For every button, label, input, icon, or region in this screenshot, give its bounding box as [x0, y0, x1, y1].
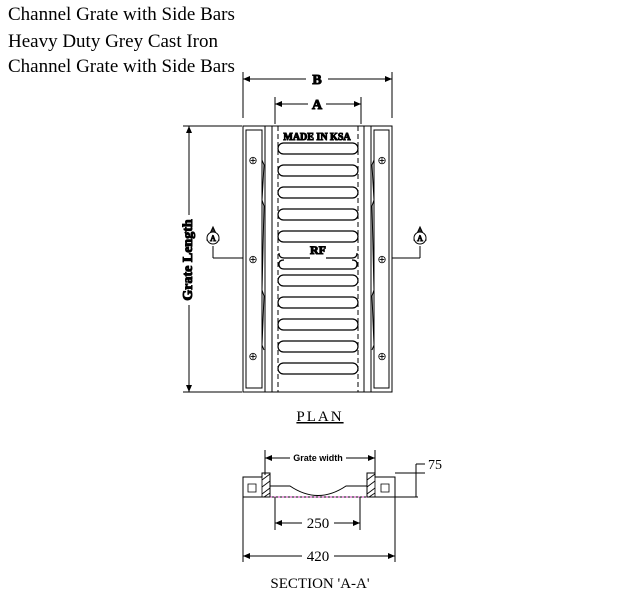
svg-text:⊕: ⊕ [248, 155, 257, 167]
section-label: SECTION 'A-A' [270, 576, 369, 590]
center-mark: RF [310, 243, 326, 257]
svg-text:⊕: ⊕ [377, 254, 386, 266]
plan-view: B A Grate Length ⊕ ⊕ ⊕ [181, 72, 427, 393]
left-side-bar: ⊕ ⊕ ⊕ [242, 125, 266, 393]
svg-text:⊕: ⊕ [377, 351, 386, 363]
section-marker-left-label: A [210, 234, 216, 243]
grate-slots [277, 142, 359, 375]
title-line-3: Channel Grate with Side Bars [8, 56, 235, 77]
section-marker-left [206, 225, 243, 259]
dimension-b-label: B [312, 73, 321, 88]
stamp-text: MADE IN KSA [283, 132, 351, 143]
section-marker-right-label: A [417, 234, 423, 243]
dimension-a-label: A [312, 98, 323, 113]
grate-length-dimension [183, 125, 242, 393]
grate-length-label: Grate Length [181, 219, 196, 300]
svg-text:⊕: ⊕ [248, 351, 257, 363]
right-side-bar: ⊕ ⊕ ⊕ [370, 125, 393, 393]
svg-text:⊕: ⊕ [248, 254, 257, 266]
grate-width-label: Grate width [293, 453, 343, 463]
svg-text:⊕: ⊕ [377, 155, 386, 167]
outer-width-label: 420 [307, 549, 330, 565]
plan-label: PLAN [296, 409, 343, 425]
title-line-1: Channel Grate with Side Bars [8, 4, 235, 25]
dimension-b [242, 72, 393, 118]
inner-width-label: 250 [307, 516, 330, 532]
section-marker-right [392, 225, 427, 259]
dimension-a [274, 97, 362, 124]
section-view [242, 450, 425, 562]
depth-label: 75 [428, 458, 442, 473]
title-line-2: Heavy Duty Grey Cast Iron [8, 31, 219, 52]
